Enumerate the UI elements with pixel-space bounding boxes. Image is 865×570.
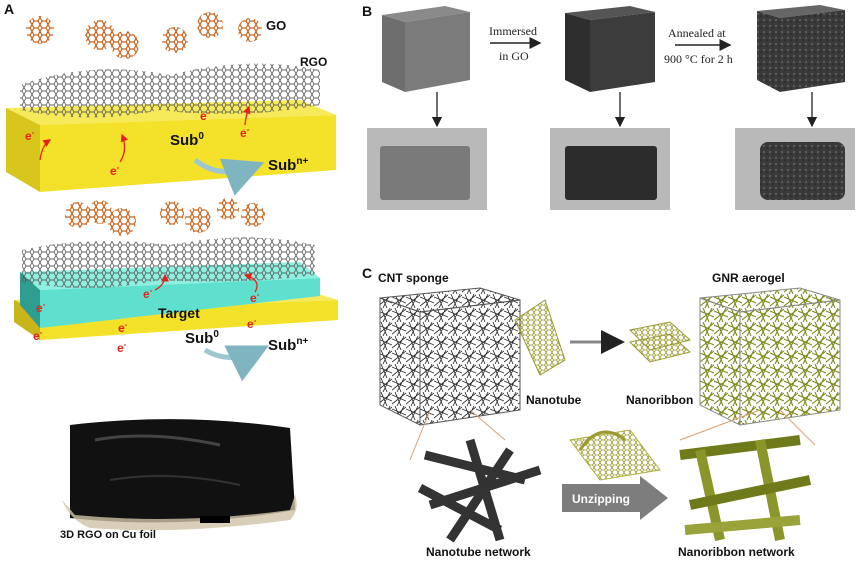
cnt-sponge-cube (379, 287, 521, 426)
rgo-sheets-top (20, 63, 320, 118)
panel-label-b: B (362, 3, 372, 19)
panel-c: C CNT sponge Nanotube Nanoribbon GNR aer… (362, 265, 841, 559)
panel-label-c: C (362, 265, 372, 281)
nanoribbon-network-label: Nanoribbon network (678, 545, 795, 559)
panel-b: B Immersed in GO Annealed at 900 °C for … (362, 3, 855, 210)
sub0-label-bottom: Sub0 (185, 329, 219, 347)
nanotube-network (417, 438, 542, 543)
subn-label-bottom: Subn+ (268, 336, 308, 354)
gnr-aerogel-cube (699, 287, 841, 426)
gnr-aerogel-label: GNR aerogel (712, 271, 785, 285)
oxidation-arrow-bottom (203, 345, 269, 382)
unzipping-arrow (562, 476, 668, 520)
svg-text:e-: e- (118, 320, 128, 335)
svg-text:e-: e- (25, 128, 35, 143)
go-label: GO (266, 18, 286, 33)
subn-label-top: Subn+ (268, 156, 308, 174)
cnt-sponge-label: CNT sponge (378, 271, 449, 285)
scale-bar (200, 516, 230, 523)
photo-sponge-annealed (760, 142, 845, 200)
unzipping-sheet (569, 429, 661, 481)
rgo-foil-photo (62, 419, 297, 531)
svg-text:e-: e- (117, 340, 127, 355)
panel-a: A GO RGO e- e- e- e- Sub0 Subn+ (4, 1, 338, 541)
nanotube-model (514, 299, 566, 376)
step1-line1: Immersed (489, 24, 537, 38)
svg-text:e-: e- (250, 290, 260, 305)
svg-text:e-: e- (110, 163, 120, 178)
step1-line2: in GO (499, 49, 529, 63)
photo-strip (367, 128, 855, 210)
nanotube-network-label: Nanotube network (426, 545, 531, 559)
photo-sponge-immersed (565, 146, 657, 200)
target-label: Target (158, 305, 200, 321)
svg-text:e-: e- (36, 300, 46, 315)
panel-label-a: A (4, 1, 14, 17)
sponge-cube-immersed (565, 6, 655, 92)
go-flakes-top (26, 12, 262, 59)
sponge-cube-annealed (757, 5, 845, 92)
sub0-label-top: Sub0 (170, 131, 204, 149)
go-flakes-middle (65, 198, 265, 236)
step2-line1: Annealed at (668, 26, 726, 40)
svg-text:e-: e- (240, 125, 250, 140)
svg-text:e-: e- (200, 108, 210, 123)
nanoribbon-model (628, 321, 692, 363)
nanoribbon-label: Nanoribbon (626, 393, 693, 407)
step2-line2: 900 °C for 2 h (664, 52, 733, 66)
electron-markers-top: e- e- e- e- (25, 105, 251, 178)
photo-sponge-original (380, 146, 470, 200)
rgo-sheets-middle (22, 237, 315, 289)
svg-text:e-: e- (33, 328, 43, 343)
nanotube-label: Nanotube (526, 393, 582, 407)
sponge-cube-original (382, 6, 470, 92)
svg-text:e-: e- (247, 316, 257, 331)
svg-text:e-: e- (143, 286, 153, 301)
rgo-label: RGO (300, 55, 327, 69)
unzipping-label: Unzipping (572, 492, 630, 506)
oxidation-arrow-top (193, 157, 265, 196)
nanoribbon-network (679, 435, 812, 542)
photo-caption: 3D RGO on Cu foil (60, 529, 156, 541)
electron-markers-bottom: e- e- e- e- e- e- e- (33, 273, 260, 355)
